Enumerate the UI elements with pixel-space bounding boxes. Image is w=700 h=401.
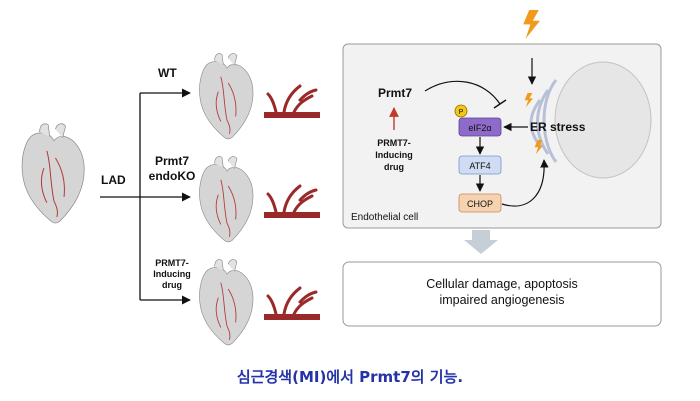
atf4-label: ATF4 <box>469 161 490 171</box>
inhibition-bar <box>493 99 507 109</box>
wt-heart-illustration <box>199 53 254 140</box>
label-drug-1: PRMT7- <box>155 258 189 268</box>
branch-lines <box>100 88 191 305</box>
phospho-label: P <box>459 109 464 116</box>
nucleus-shape <box>554 61 652 179</box>
label-drug-2: Inducing <box>153 269 191 279</box>
lightning-bolt-icon <box>523 10 540 39</box>
outcome-line-2: impaired angiogenesis <box>439 293 564 307</box>
label-wt: WT <box>158 66 177 80</box>
inducing-drug-3: drug <box>384 162 404 172</box>
label-prmt7-ko-2: endoKO <box>149 169 196 183</box>
eif2a-box <box>458 117 502 137</box>
inducing-drug-1: PRMT7- <box>377 138 411 148</box>
chop-box <box>458 193 502 213</box>
drug-heart-illustration <box>199 259 254 346</box>
source-heart-illustration <box>21 123 85 224</box>
outcome-line-1: Cellular damage, apoptosis <box>426 277 577 291</box>
figure-caption: 심근경색(MI)에서 Prmt7의 기능. <box>236 368 464 386</box>
eif2a-label: eIF2α <box>468 123 491 133</box>
ko-vessel-icon <box>262 184 322 220</box>
prmt7-inhibition-curve <box>424 80 501 105</box>
atf4-box <box>458 155 502 175</box>
er-stress-label: ER stress <box>530 120 586 134</box>
down-arrow-icon <box>464 230 498 254</box>
label-prmt7-ko-1: Prmt7 <box>155 154 189 168</box>
drug-vessel-icon <box>262 286 322 322</box>
phospho-icon <box>454 104 468 118</box>
prmt7-label: Prmt7 <box>378 86 412 100</box>
chop-feedback-arrow <box>501 159 549 207</box>
outcome-box <box>342 261 662 327</box>
label-lad: LAD <box>101 173 126 187</box>
wt-vessel-icon <box>262 84 322 120</box>
label-drug-3: drug <box>162 280 182 290</box>
chop-label: CHOP <box>467 199 493 209</box>
ko-heart-illustration <box>199 156 254 243</box>
endothelial-cell-label: Endothelial cell <box>351 212 418 223</box>
inducing-drug-2: Inducing <box>375 150 413 160</box>
